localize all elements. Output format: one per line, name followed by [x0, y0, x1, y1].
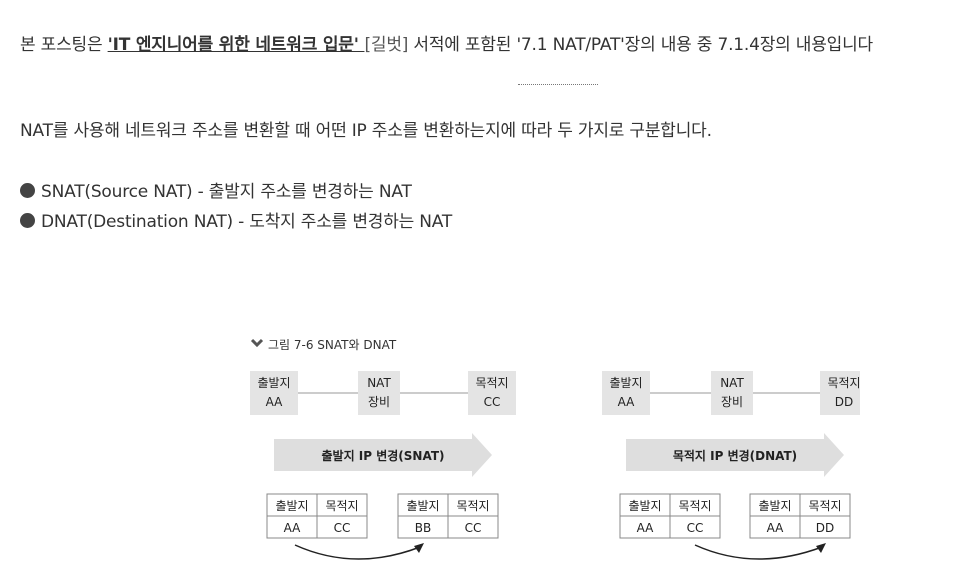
- node-value: AA: [266, 395, 284, 409]
- block-arrow: [274, 433, 492, 477]
- chevron-down-icon: [250, 338, 264, 348]
- publisher-label: [길벗]: [364, 35, 409, 55]
- dnat-diagram: 출발지 AA NAT 장비 목적지 DD 목적지 IP 변경(DNAT) 출발지…: [602, 371, 860, 560]
- packet-after: 출발지 목적지 AA DD: [749, 493, 851, 539]
- node-nat: NAT 장비: [358, 371, 400, 415]
- bullet-dnat: DNAT(Destination NAT) - 도착지 주소를 변경하는 NAT: [20, 207, 452, 232]
- arrowhead-icon: [414, 543, 424, 553]
- curved-arrow: [294, 544, 421, 560]
- table-header: 목적지: [456, 499, 489, 513]
- table-cell: BB: [415, 521, 431, 535]
- bullet-icon: [20, 213, 35, 228]
- node-value: 장비: [721, 395, 743, 409]
- node-box: [468, 371, 516, 415]
- node-source: 출발지 AA: [250, 371, 298, 415]
- node-value: CC: [484, 395, 501, 409]
- node-label: 목적지: [827, 376, 860, 390]
- table-header: 출발지: [406, 499, 439, 513]
- node-box: [250, 371, 298, 415]
- table-header: 출발지: [628, 499, 661, 513]
- book-title-link[interactable]: 'IT 엔지니어를 위한 네트워크 입문': [107, 35, 365, 55]
- curved-arrow: [694, 544, 823, 560]
- node-value: DD: [835, 395, 853, 409]
- arrow-label: 목적지 IP 변경(DNAT): [673, 448, 797, 463]
- node-nat: NAT 장비: [711, 371, 753, 415]
- intro-sentence: 본 포스팅은 'IT 엔지니어를 위한 네트워크 입문' [길벗] 서적에 포함…: [20, 30, 873, 55]
- table-cell: AA: [284, 521, 302, 535]
- table-header: 출발지: [758, 499, 791, 513]
- bullet-snat: SNAT(Source NAT) - 출발지 주소를 변경하는 NAT: [20, 177, 412, 202]
- intro-prefix: 본 포스팅은: [20, 35, 108, 55]
- table-header: 목적지: [325, 499, 358, 513]
- node-box: [358, 371, 400, 415]
- table-header: 목적지: [808, 499, 841, 513]
- block-arrow: [626, 433, 844, 477]
- node-label: 출발지: [609, 376, 642, 390]
- node-destination: 목적지 CC: [468, 371, 516, 415]
- snat-dnat-figure: 그림 7-6 SNAT와 DNAT 출발지 AA NAT 장비 목적지 CC 출…: [250, 338, 860, 560]
- node-label: NAT: [367, 376, 391, 390]
- table-cell: CC: [334, 521, 351, 535]
- figure-caption: 그림 7-6 SNAT와 DNAT: [250, 338, 397, 352]
- node-box: [711, 371, 753, 415]
- divider: [518, 84, 598, 85]
- snat-diagram: 출발지 AA NAT 장비 목적지 CC 출발지 IP 변경(SNAT) 출발지…: [250, 371, 516, 560]
- packet-before: 출발지 목적지 AA CC: [266, 493, 368, 539]
- bullet-snat-text: SNAT(Source NAT) - 출발지 주소를 변경하는 NAT: [41, 182, 412, 202]
- table-header: 출발지: [275, 499, 308, 513]
- node-label: 목적지: [475, 376, 508, 390]
- node-value: 장비: [368, 395, 390, 409]
- node-box: [602, 371, 650, 415]
- figure-caption-text: 그림 7-6 SNAT와 DNAT: [268, 338, 397, 352]
- node-value: AA: [618, 395, 636, 409]
- table-cell: AA: [637, 521, 655, 535]
- node-source: 출발지 AA: [602, 371, 650, 415]
- node-label: NAT: [720, 376, 744, 390]
- table-cell: CC: [687, 521, 704, 535]
- table-cell: CC: [465, 521, 482, 535]
- packet-before: 출발지 목적지 AA CC: [619, 493, 721, 539]
- bullet-icon: [20, 183, 35, 198]
- node-destination: 목적지 DD: [820, 371, 860, 415]
- arrow-label: 출발지 IP 변경(SNAT): [321, 448, 444, 463]
- table-cell: AA: [767, 521, 785, 535]
- arrowhead-icon: [816, 543, 826, 553]
- table-cell: DD: [816, 521, 834, 535]
- table-header: 목적지: [678, 499, 711, 513]
- intro-rest: 서적에 포함된 '7.1 NAT/PAT'장의 내용 중 7.1.4장의 내용입…: [408, 35, 873, 55]
- packet-after: 출발지 목적지 BB CC: [397, 493, 499, 539]
- node-box: [820, 371, 860, 415]
- bullet-dnat-text: DNAT(Destination NAT) - 도착지 주소를 변경하는 NAT: [41, 212, 453, 232]
- node-label: 출발지: [257, 376, 290, 390]
- nat-description: NAT를 사용해 네트워크 주소를 변환할 때 어떤 IP 주소를 변환하는지에…: [20, 121, 712, 141]
